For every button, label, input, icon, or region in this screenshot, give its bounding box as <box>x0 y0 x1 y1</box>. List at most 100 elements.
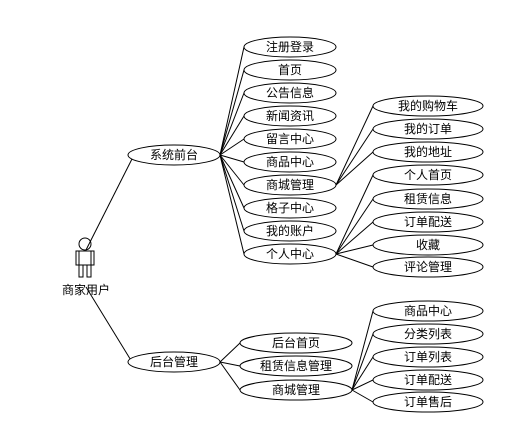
usecase-frontend-9-child-4-shape <box>372 256 484 278</box>
usecase-backend-item-1[interactable]: 租赁信息管理 <box>239 355 353 377</box>
usecase-frontend-item-1[interactable]: 首页 <box>243 59 337 81</box>
edge-frontend-item-6 <box>219 154 245 186</box>
edge-frontend-item-4 <box>219 138 245 156</box>
actor-label: 商家用户 <box>62 282 110 297</box>
usecase-backend-item-2-label: 商城管理 <box>272 382 320 397</box>
usecase-backend-item-0-shape <box>239 332 353 354</box>
usecase-frontend-9-child-2[interactable]: 订单配送 <box>372 211 484 233</box>
usecase-frontend-item-0-label: 注册登录 <box>266 39 314 54</box>
usecase-frontend-9-child-2-shape <box>372 211 484 233</box>
edge-actor-backend <box>85 286 133 363</box>
edge-actor-frontend <box>85 154 135 251</box>
usecase-frontend-item-3[interactable]: 新闻资讯 <box>243 105 337 127</box>
usecase-frontend-item-6-label: 商城管理 <box>266 177 314 192</box>
edge-frontend-9-child-0 <box>335 174 374 255</box>
usecase-backend-item-1-label: 租赁信息管理 <box>260 358 332 373</box>
usecase-frontend-item-3-label: 新闻资讯 <box>266 108 314 123</box>
edge-backend-item-0 <box>219 342 241 363</box>
usecase-backend-2-child-2[interactable]: 订单列表 <box>372 346 484 368</box>
usecase-frontend-9-child-4[interactable]: 评论管理 <box>372 256 484 278</box>
usecase-backend-2-child-0-label: 商品中心 <box>404 303 452 318</box>
usecase-frontend[interactable]: 系统前台 <box>127 144 221 166</box>
edge-frontend-item-2 <box>219 92 245 156</box>
edge-frontend-item-7 <box>219 154 245 209</box>
edge-backend-2-child-2 <box>351 356 374 391</box>
usecase-frontend-9-child-0[interactable]: 个人首页 <box>372 164 484 186</box>
usecase-frontend-9-child-3[interactable]: 收藏 <box>372 234 484 256</box>
edge-frontend-9-child-4 <box>335 253 374 268</box>
usecase-frontend-item-8[interactable]: 我的账户 <box>243 220 337 242</box>
edge-frontend-9-child-2 <box>335 221 374 255</box>
usecase-backend-shape <box>127 351 221 373</box>
usecase-frontend-item-0[interactable]: 注册登录 <box>243 36 337 58</box>
usecase-backend-2-child-2-label: 订单列表 <box>404 350 452 364</box>
usecase-backend-item-0[interactable]: 后台首页 <box>239 332 353 354</box>
usecase-backend-2-child-3-shape <box>372 369 484 391</box>
usecase-backend-2-child-0[interactable]: 商品中心 <box>372 300 484 322</box>
usecase-frontend-item-4-shape <box>243 128 337 150</box>
edge-backend-2-child-3 <box>351 379 374 391</box>
edge-frontend-6-child-1 <box>335 128 374 186</box>
usecase-frontend-9-child-3-label: 收藏 <box>416 238 440 252</box>
usecase-frontend-9-child-0-shape <box>372 164 484 186</box>
usecase-frontend-item-2-label: 公告信息 <box>266 85 314 100</box>
edge-frontend-item-3 <box>219 115 245 156</box>
usecase-backend-2-child-1[interactable]: 分类列表 <box>372 323 484 345</box>
usecase-backend-2-child-4-label: 订单售后 <box>404 394 452 409</box>
usecase-frontend-item-5-shape <box>243 151 337 173</box>
edge-frontend-6-child-2 <box>335 151 374 186</box>
edge-frontend-item-1 <box>219 69 245 156</box>
edge-backend-item-2 <box>219 361 241 391</box>
usecase-frontend-item-7[interactable]: 格子中心 <box>243 197 337 219</box>
usecase-frontend-label: 系统前台 <box>150 147 198 162</box>
usecase-backend-label: 后台管理 <box>150 354 198 369</box>
usecase-frontend-6-child-2-label: 我的地址 <box>404 144 452 159</box>
usecase-backend-2-child-4-shape <box>372 391 484 413</box>
usecase-frontend-9-child-1-label: 租赁信息 <box>404 191 452 206</box>
usecase-frontend-9-child-4-label: 评论管理 <box>404 259 452 274</box>
usecase-frontend-shape <box>127 144 221 166</box>
usecase-frontend-item-6-shape <box>243 174 337 196</box>
usecase-backend[interactable]: 后台管理 <box>127 351 221 373</box>
usecase-frontend-item-3-shape <box>243 105 337 127</box>
usecase-frontend-item-6[interactable]: 商城管理 <box>243 174 337 196</box>
usecase-frontend-item-2-shape <box>243 82 337 104</box>
usecase-frontend-item-5-label: 商品中心 <box>266 154 314 169</box>
usecase-frontend-item-2[interactable]: 公告信息 <box>243 82 337 104</box>
usecase-frontend-9-child-2-label: 订单配送 <box>404 214 452 229</box>
usecase-frontend-item-4[interactable]: 留言中心 <box>243 128 337 150</box>
usecase-backend-2-child-0-shape <box>372 300 484 322</box>
edge-backend-2-child-0 <box>351 310 374 391</box>
usecase-backend-item-2[interactable]: 商城管理 <box>239 379 353 401</box>
usecase-frontend-6-child-1[interactable]: 我的订单 <box>372 118 484 140</box>
usecase-frontend-item-5[interactable]: 商品中心 <box>243 151 337 173</box>
edge-frontend-item-5 <box>219 154 245 163</box>
usecase-backend-item-1-shape <box>239 355 353 377</box>
edge-frontend-9-child-1 <box>335 198 374 255</box>
usecase-frontend-item-1-shape <box>243 59 337 81</box>
usecase-frontend-6-child-0-shape <box>372 95 484 117</box>
actor-figure <box>75 237 95 278</box>
usecase-frontend-6-child-1-shape <box>372 118 484 140</box>
usecase-frontend-item-4-label: 留言中心 <box>266 131 314 146</box>
usecase-backend-2-child-1-label: 分类列表 <box>404 327 452 341</box>
usecase-backend-item-2-shape <box>239 379 353 401</box>
usecase-frontend-9-child-0-label: 个人首页 <box>404 168 452 182</box>
usecase-backend-2-child-1-shape <box>372 323 484 345</box>
usecase-frontend-item-0-shape <box>243 36 337 58</box>
edge-frontend-6-child-0 <box>335 105 374 186</box>
usecase-frontend-6-child-2[interactable]: 我的地址 <box>372 141 484 163</box>
usecase-backend-item-0-label: 后台首页 <box>272 335 320 350</box>
usecase-frontend-6-child-0-label: 我的购物车 <box>398 98 458 113</box>
usecase-frontend-item-9[interactable]: 个人中心 <box>243 243 337 265</box>
edge-backend-item-1 <box>219 361 241 367</box>
edge-backend-2-child-1 <box>351 333 374 391</box>
usecase-frontend-9-child-1[interactable]: 租赁信息 <box>372 188 484 210</box>
usecase-backend-2-child-4[interactable]: 订单售后 <box>372 391 484 413</box>
usecase-frontend-6-child-1-label: 我的订单 <box>404 121 452 136</box>
usecase-frontend-item-7-label: 格子中心 <box>266 200 314 215</box>
usecase-frontend-6-child-0[interactable]: 我的购物车 <box>372 95 484 117</box>
edge-frontend-item-0 <box>219 46 245 156</box>
usecase-backend-2-child-3[interactable]: 订单配送 <box>372 369 484 391</box>
